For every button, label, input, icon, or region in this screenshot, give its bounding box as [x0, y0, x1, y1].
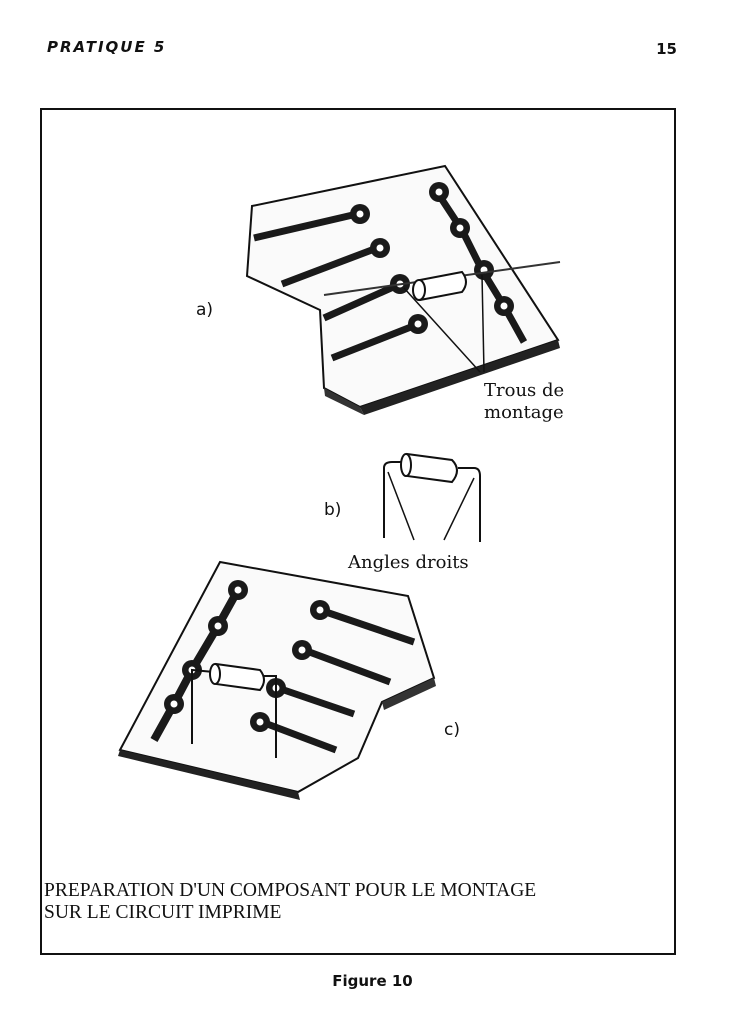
right-angles-label: Angles droits [348, 552, 469, 573]
panel-a-resistor [412, 270, 467, 302]
panel-b-label: b) [324, 500, 342, 520]
figure-caption: PREPARATION D'UN COMPOSANT POUR LE MONTA… [44, 880, 676, 924]
running-head: PRATIQUE 5 [47, 38, 167, 56]
page-number: 15 [656, 40, 677, 58]
mounting-holes-label-line1: Trous de [484, 380, 565, 401]
figure-number: Figure 10 [332, 972, 413, 990]
panel-a-label: a) [196, 300, 214, 320]
panel-c-traces-right [260, 606, 416, 754]
figure-caption-line1: PREPARATION D'UN COMPOSANT POUR LE MONTA… [44, 880, 537, 901]
panel-c-label: c) [444, 720, 460, 740]
circuit-board-illustration [118, 164, 561, 800]
panel-c-board [118, 560, 436, 800]
mounting-holes-label: Trous de montage [484, 380, 564, 424]
panel-c-pads [164, 580, 330, 732]
mounting-holes-label-line2: montage [484, 402, 564, 423]
panel-a-traces-left [253, 210, 418, 362]
panel-a-board [245, 164, 561, 415]
figure-frame: a) Trous de montage b) Angles droits c) … [40, 108, 676, 955]
panel-c-resistor [191, 662, 277, 693]
figure-caption-line2: SUR LE CIRCUIT IMPRIME [44, 902, 282, 923]
panel-b-resistor [383, 452, 481, 542]
